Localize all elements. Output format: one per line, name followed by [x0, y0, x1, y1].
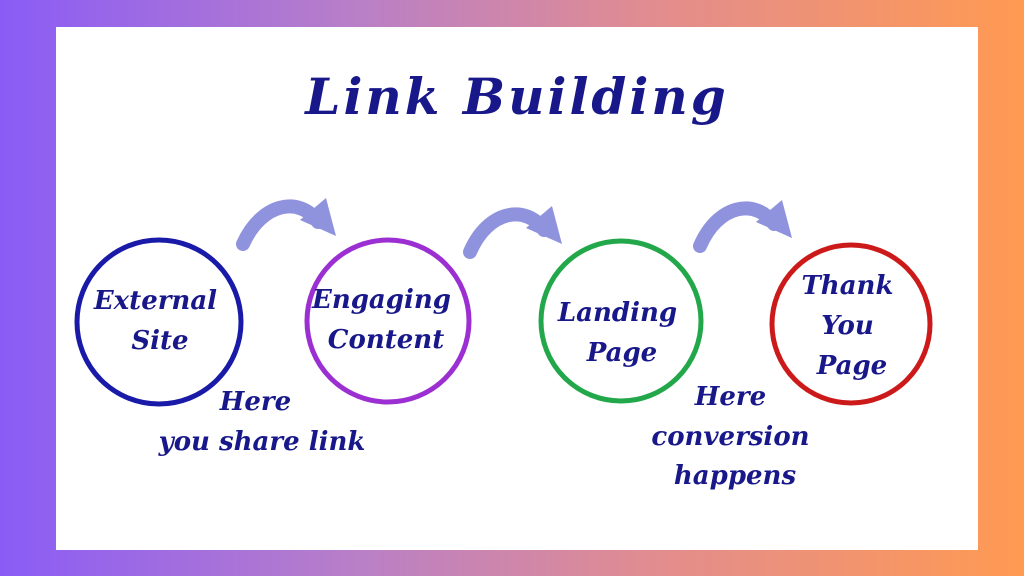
- step-circle-external-site: [74, 237, 244, 407]
- step-label-landing-page: Landing Page: [557, 298, 686, 368]
- step-label-engaging-content: Engaging Content: [311, 285, 460, 355]
- arrow-icon: [236, 198, 336, 251]
- arrow-icon: [463, 206, 562, 259]
- step-circle-engaging-content: [304, 237, 472, 405]
- step-label-thank-you-page: Thank You Page: [801, 271, 902, 381]
- arrow-icon: [693, 200, 792, 253]
- step-label-external-site: External Site: [93, 286, 226, 356]
- note-conversion: Here conversion happens: [651, 382, 818, 491]
- page-title: Link Building: [305, 67, 729, 126]
- content-card: Link Building: [56, 27, 978, 550]
- step-circle-landing-page: [538, 238, 704, 404]
- step-circle-thank-you-page: [769, 242, 933, 406]
- note-share-link: Here you share link: [158, 387, 366, 457]
